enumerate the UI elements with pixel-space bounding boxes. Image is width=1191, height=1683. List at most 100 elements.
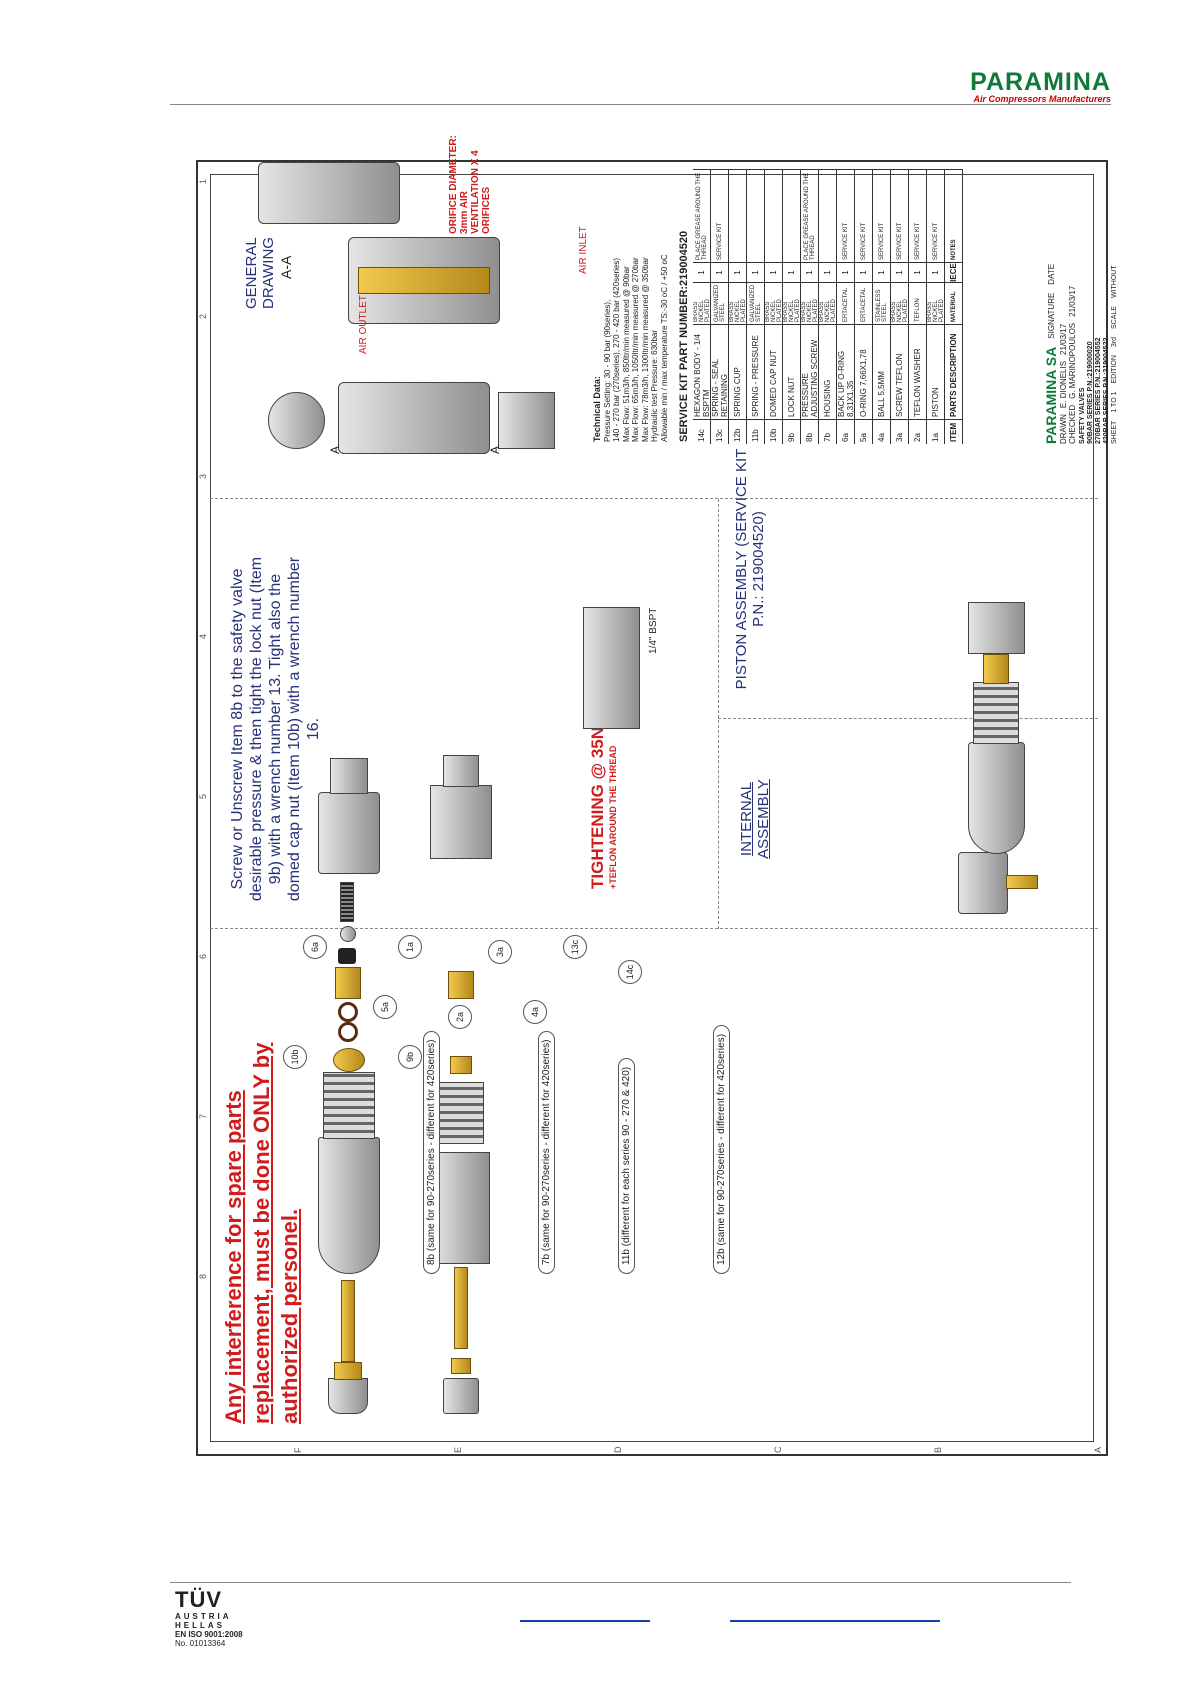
piston-part [983, 654, 1009, 684]
callout-14c: 14c [618, 960, 642, 984]
certification-logo: TÜV AUSTRIA HELLAS EN ISO 9001:2008 No. … [175, 1587, 243, 1649]
cap-nut-part [958, 852, 1008, 914]
footer-divider [170, 1582, 1071, 1583]
drawing-sheet-wrapper: 8 7 6 5 4 3 2 1 A B C D E F Any interfer… [196, 135, 1118, 1456]
body-thread-part [443, 755, 479, 787]
callout-8b: 8b (same for 90-270series - different fo… [423, 1030, 440, 1274]
adjusting-screw-part [454, 1267, 468, 1349]
section-marker: A [488, 445, 502, 454]
title-line: SAFETY VALVES [1079, 387, 1086, 444]
housing-part [318, 1137, 380, 1274]
tightening-note: +TEFLON AROUND THE THREAD [608, 745, 618, 889]
hexagon-body-part [430, 785, 492, 859]
assembled-valve-part [583, 607, 640, 729]
end-view-part [268, 392, 325, 449]
scale-value: WITHOUT [1111, 265, 1118, 299]
drawn-label: DRAWN [1059, 414, 1068, 444]
adjusting-screw-part [341, 1280, 355, 1362]
cert-standard: EN ISO 9001:2008 [175, 1630, 243, 1639]
brand-tagline: Air Compressors Manufacturers [973, 94, 1111, 104]
hex-end-view-part [498, 392, 555, 449]
lock-nut-part [334, 1362, 362, 1380]
zone-label: F [293, 1447, 303, 1454]
cap-nut-part [443, 1378, 479, 1414]
callout-10b: 10b [283, 1045, 307, 1069]
zone-label: 4 [198, 633, 208, 639]
spring-cup-part [333, 1048, 365, 1072]
zone-label: 7 [198, 1113, 208, 1119]
tightening-value: TIGHTENING @ 35Nm [588, 711, 607, 889]
sheet-value: 1 TO 1 [1111, 391, 1118, 413]
checked-date: 21/03/17 [1068, 285, 1077, 317]
cert-line1: AUSTRIA [175, 1612, 232, 1621]
callout-7b: 7b (same for 90-270series - different fo… [538, 1030, 555, 1274]
orifice-note: ORIFICE DIAMETER: 3mm AIR VENTILATION X … [448, 135, 492, 234]
warning-text: Any interference for spare parts replace… [221, 1042, 302, 1424]
company-name: PARAMINA SA [1043, 346, 1059, 444]
cap-nut-part [328, 1378, 368, 1414]
pressure-spring-part [973, 682, 1019, 744]
scale-label: SCALE [1111, 306, 1118, 329]
hexagon-body-part [968, 602, 1025, 654]
checked-label: CHECKED [1068, 404, 1077, 444]
hexagon-body-part [318, 792, 380, 874]
callout-4a: 4a [523, 1000, 547, 1024]
cross-section-screw [358, 267, 490, 294]
edition-label: EDITION [1111, 355, 1118, 384]
cert-line2: HELLAS [175, 1621, 225, 1630]
zone-label: 2 [198, 313, 208, 319]
pressure-spring-part [323, 1072, 375, 1139]
title-block: PARAMINA SA SIGNATURE DATE DRAWN E. DION… [1043, 169, 1118, 444]
title-line: 420BAR SERIES P.N.:219004522 [1103, 337, 1110, 445]
lock-nut-part [1006, 875, 1038, 889]
edition-value: 3rd [1111, 336, 1118, 348]
callout-1a: 1a [398, 935, 422, 959]
checked-by: G. MARINOPOULOS [1068, 322, 1077, 399]
tech-line: Max Flow: 65m3/h, 1050ltr/min measured @… [631, 257, 640, 442]
backup-ring-part [338, 1022, 358, 1042]
tech-line: Max Flow: 51m3/h, 850ltr/min measured @ … [621, 266, 631, 442]
footer-link-right[interactable] [730, 1620, 940, 1622]
cert-brand: TÜV [175, 1587, 222, 1612]
zone-label: 6 [198, 953, 208, 959]
tightening-label: TIGHTENING @ 35Nm +TEFLON AROUND THE THR… [588, 712, 618, 889]
drawn-date: 21/03/17 [1059, 323, 1068, 355]
brand-name: PARAMINA [970, 68, 1111, 96]
section-divider [210, 498, 1098, 499]
tech-line: Hydraulic test Pressure: 630bar [650, 329, 659, 442]
piston-part [335, 967, 361, 999]
callout-12b: 12b (same for 90-270series - different f… [713, 1024, 730, 1274]
teflon-washer-part [338, 948, 356, 964]
section-divider [718, 499, 719, 929]
service-kit-pn: SERVICE KIT PART NUMBER:219004520 [678, 230, 690, 442]
sheet-label: SHEET [1111, 420, 1118, 444]
cert-number: No. 01013364 [175, 1639, 226, 1648]
spring-cup-part [450, 1056, 472, 1074]
brand-logo: PARAMINA Air Compressors Manufacturers [970, 68, 1111, 105]
piston-assembly-title: PISTON ASSEMBLY (SERVICE KIT P.N.: 21900… [733, 448, 767, 690]
callout-11b: 11b (different for each series 90 - 270 … [618, 1057, 635, 1274]
drawn-by: E. DIONELIS [1059, 360, 1068, 409]
title-line: 90BAR SERIES P.N.:219000020 [1087, 341, 1094, 444]
footer-links [520, 1620, 940, 1622]
housing-part [968, 742, 1025, 854]
footer-link-left[interactable] [520, 1620, 650, 1622]
callout-13c: 13c [563, 935, 587, 959]
thread-spec: 1/4" BSPT [648, 607, 659, 654]
technical-data-title: Technical Data: [592, 376, 602, 442]
callout-6a: 6a [303, 935, 327, 959]
zone-label: C [773, 1446, 783, 1454]
seal-spring-part [340, 882, 354, 922]
air-inlet-label: AIR INLET [578, 226, 589, 274]
section-divider [718, 718, 1098, 719]
